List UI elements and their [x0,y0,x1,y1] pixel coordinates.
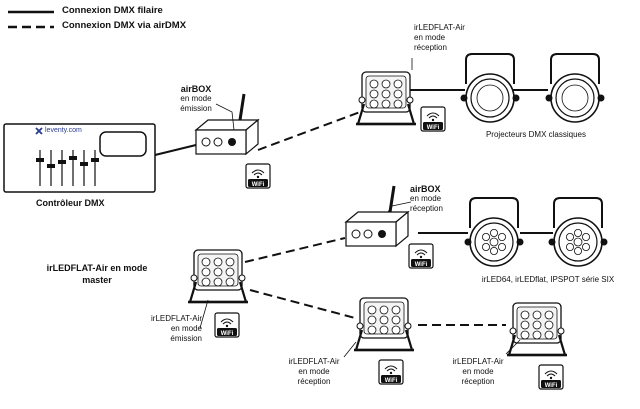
callout-line [215,103,235,131]
top-receiver-label: irLEDFLAT-Air en mode réception [414,23,482,53]
top-receiver-fixture [354,70,418,126]
controller-label: Contrôleur DMX [36,198,105,208]
right-receiver-line1: irLEDFLAT-Air [452,357,504,366]
wireless-airbox-to-top-fixture [257,111,361,151]
master-line2: master [82,275,112,285]
classic-projector-2 [544,53,606,123]
airbox-reception-line2: réception [410,204,443,213]
callout-line [505,339,521,355]
master-line1: irLEDFLAT-Air en mode [46,263,148,273]
master-fixture [186,248,250,304]
wifi-badge-text: WiFi [415,262,428,268]
wifi-badge-text: WiFi [221,331,234,337]
mid-receiver-line1: irLEDFLAT-Air [288,357,340,366]
mid-receiver-line2: en mode [298,367,330,376]
callout-line [343,341,357,358]
top-receiver-line1: irLEDFLAT-Air [414,23,465,32]
series-projector-1 [463,197,525,267]
airbox-emission-line1: en mode [180,94,212,103]
master-label: irLEDFLAT-Air en mode master [38,262,156,286]
callout-line [387,201,412,213]
series-projectors-label: irLED64, irLEDflat, IPSPOT série SIX [481,275,615,284]
right-receiver-line3: réception [461,377,495,386]
legend-wireless-label: Connexion DMX via airDMX [62,20,187,31]
airbox-reception-label: airBOX en mode réception [410,184,466,214]
classic-projectors-label: Projecteurs DMX classiques [485,130,587,139]
airbox-emission-line2: émission [180,104,212,113]
right-receiver-fixture [505,301,569,357]
airbox-reception-name: airBOX [410,184,441,194]
wired-controller-to-airbox [154,144,197,156]
master-emission-line1: irLEDFLAT-Air [151,314,202,323]
master-emission-label: irLEDFLAT-Air en mode émission [138,314,202,344]
wifi-badge-text: WiFi [427,125,440,131]
dmx-controller [3,123,156,193]
airbox-emission-label: airBOX en mode émission [166,84,226,114]
master-emission-line3: émission [170,334,202,343]
wifi-badge-text: WiFi [252,182,265,188]
mid-receiver-line3: réception [297,377,331,386]
airbox-reception-device [344,184,410,248]
series-projector-2 [547,197,609,267]
leventy-logo-icon [35,127,43,135]
callout-line [199,299,209,329]
wifi-badge-text: WiFi [545,383,558,389]
wireless-master-to-mid-fixture [249,289,356,319]
wifi-badge-text: WiFi [385,378,398,384]
top-receiver-line3: réception [414,43,447,52]
wireless-master-to-airbox [244,237,346,263]
controller-brand: leventy.com [45,127,82,134]
master-emission-line2: en mode [170,324,202,333]
legend-wired-label: Connexion DMX filaire [62,5,163,16]
mid-receiver-fixture [352,296,416,352]
top-receiver-line2: en mode [414,33,446,42]
mid-receiver-label: irLEDFLAT-Air en mode réception [283,357,345,387]
right-receiver-line2: en mode [462,367,494,376]
right-receiver-label: irLEDFLAT-Air en mode réception [447,357,509,387]
airbox-emission-name: airBOX [180,84,212,94]
classic-projector-1 [459,53,521,123]
airbox-reception-line1: en mode [410,194,442,203]
